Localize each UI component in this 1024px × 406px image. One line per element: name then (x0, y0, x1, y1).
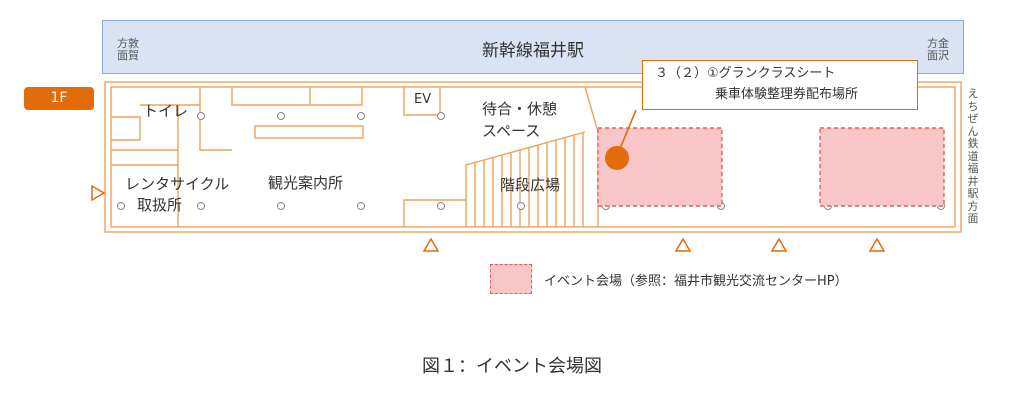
callout-line-1: ３（２）①グランクラスシート (655, 66, 836, 81)
figure-caption: 図１：イベント会場図 (422, 356, 602, 377)
tourist-info-label: 観光案内所 (268, 174, 344, 192)
left-direction-label: 方敦 面賀 (117, 37, 139, 62)
event-area-2 (819, 127, 945, 207)
stairs-left-wall (403, 199, 466, 227)
callout-line-2: 乗車体験整理券配布場所 (715, 87, 859, 102)
stairs-right-wall (584, 86, 599, 227)
waiting-space-label: 待合・休憩 スペース (482, 100, 558, 140)
ticket-callout-box: ３（２）①グランクラスシート 乗車体験整理券配布場所 (642, 60, 918, 110)
legend-swatch (490, 264, 532, 294)
entrance-south-3-icon (770, 237, 788, 252)
info-counter (254, 125, 364, 139)
rental-top-wall (111, 150, 179, 166)
building-inner-outline (110, 86, 956, 228)
ticket-location-marker (605, 146, 629, 170)
echizen-railway-direction-label: えちぜん鉄道福井駅方面 (967, 87, 979, 225)
legend-label: イベント会場（参照：福井市観光交流センターHP） (544, 274, 848, 289)
entrance-west-icon (91, 184, 106, 202)
toilet-wall-2 (111, 104, 179, 151)
right-direction-label: 方金 面沢 (927, 37, 949, 62)
rental-cycle-label: レンタサイクル 取扱所 (125, 175, 230, 214)
toilet-wall-4 (199, 87, 232, 151)
entrance-south-2-icon (674, 237, 692, 252)
station-name: 新幹線福井駅 (482, 41, 584, 61)
toilet-label: トイレ (143, 102, 189, 120)
toilet-wall (111, 116, 141, 141)
stairs-outline (465, 131, 586, 227)
entrance-south-1-icon (422, 237, 440, 252)
building-outline (104, 81, 962, 233)
entrance-south-4-icon (868, 237, 886, 252)
stairs-plaza-label: 階段広場 (500, 176, 561, 194)
floor-badge: 1F (24, 87, 94, 110)
ev-shaft (403, 87, 441, 116)
toilet-wall-5 (231, 87, 257, 106)
ev-label: EV (414, 92, 432, 107)
info-wall (257, 87, 363, 106)
shinkansen-station-bar: 新幹線福井駅 方敦 面賀 方金 面沢 (102, 20, 964, 74)
